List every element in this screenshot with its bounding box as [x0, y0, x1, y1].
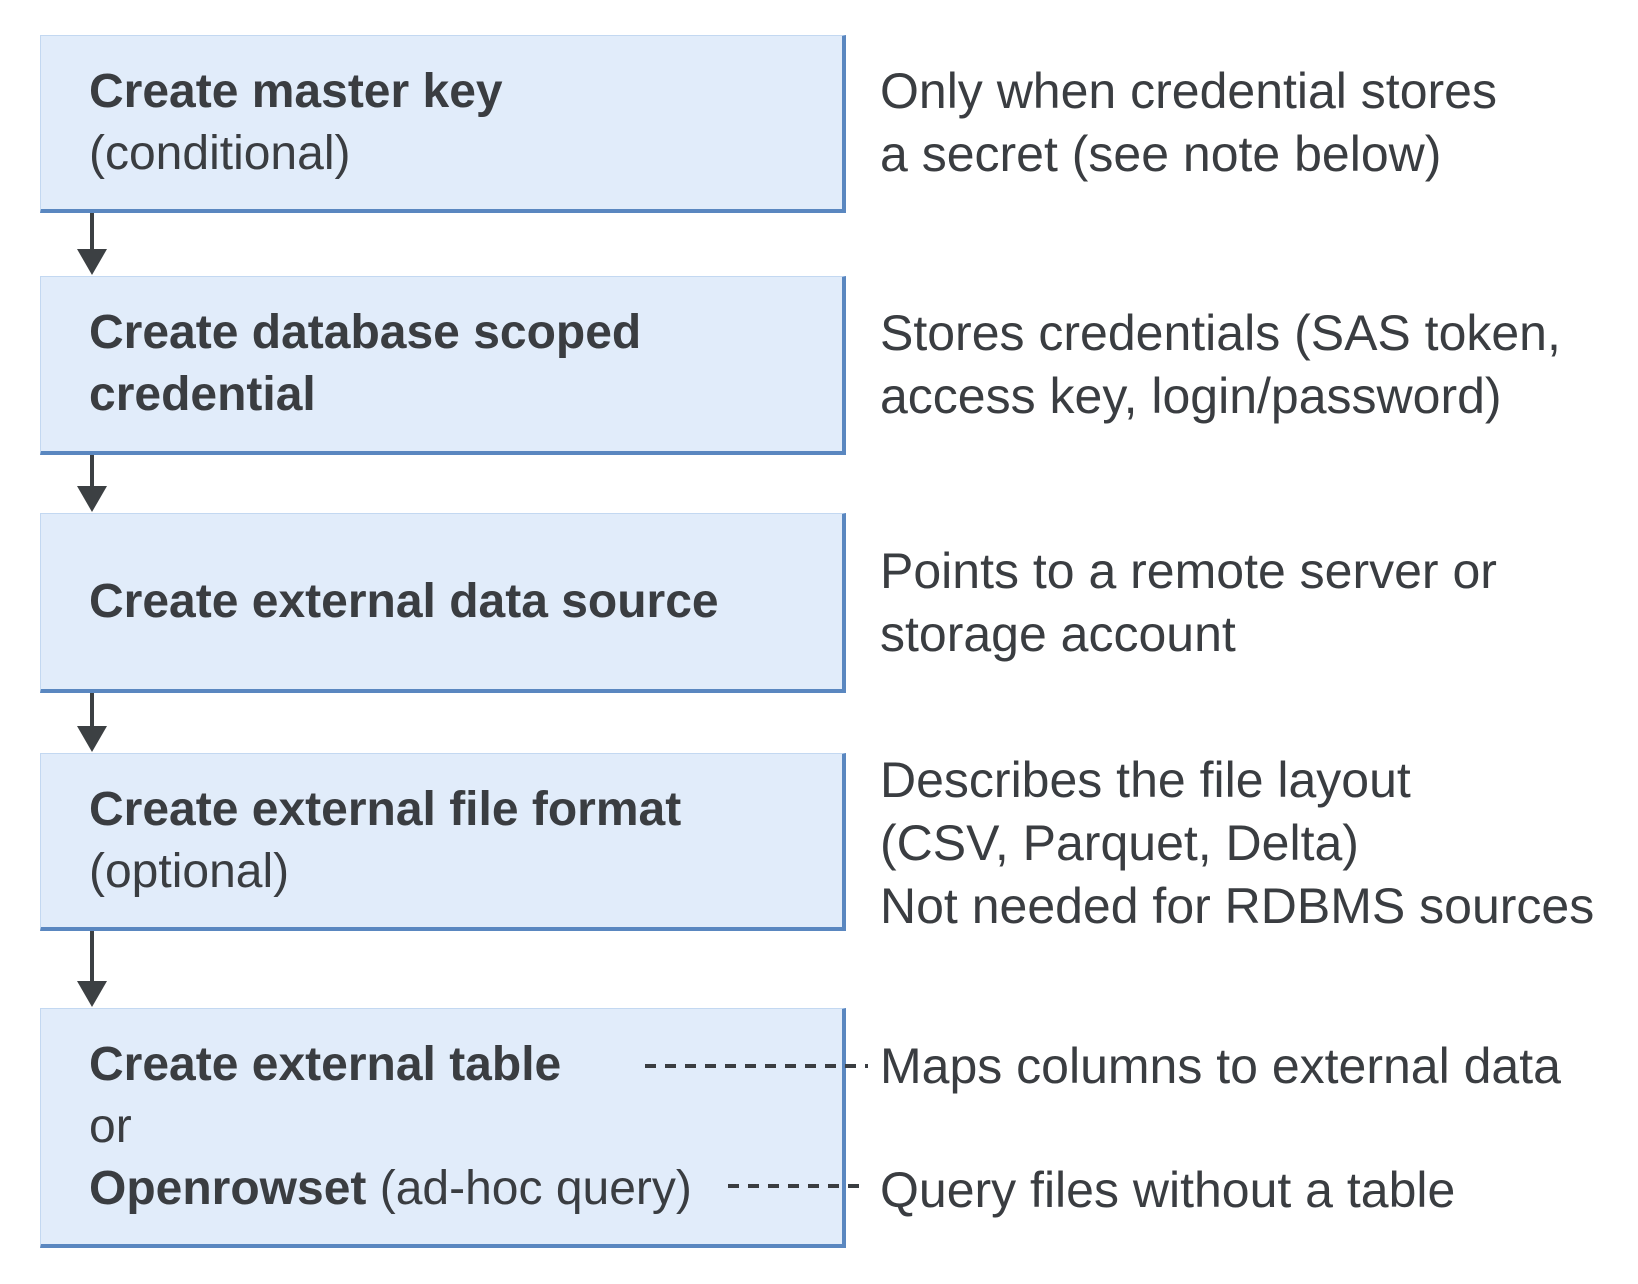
dashed-connector-openrowset	[728, 1184, 868, 1188]
note-create-master-key: Only when credential stores a secret (se…	[880, 60, 1497, 186]
note-external-data-source: Points to a remote server or storage acc…	[880, 540, 1497, 666]
dashed-connector-external-table	[645, 1064, 868, 1068]
note-line: storage account	[880, 606, 1236, 662]
note-openrowset: Query files without a table	[880, 1159, 1455, 1222]
note-external-file-format: Describes the file layout (CSV, Parquet,…	[880, 749, 1594, 938]
note-line: access key, login/password)	[880, 368, 1502, 424]
note-external-table: Maps columns to external data	[880, 1035, 1561, 1098]
box-create-database-scoped-credential: Create database scoped credential	[40, 276, 846, 455]
step-qualifier-conditional: (conditional)	[89, 126, 351, 180]
arrow-stem	[90, 213, 94, 251]
flow-arrow-3	[77, 693, 107, 752]
note-line: (CSV, Parquet, Delta)	[880, 815, 1359, 871]
arrow-head-icon	[77, 981, 107, 1007]
note-database-scoped-credential: Stores credentials (SAS token, access ke…	[880, 302, 1561, 428]
note-line: Points to a remote server or	[880, 543, 1497, 599]
arrow-stem	[90, 693, 94, 728]
note-line: a secret (see note below)	[880, 126, 1442, 182]
step-qualifier-optional: (optional)	[89, 844, 290, 898]
arrow-head-icon	[77, 486, 107, 512]
arrow-head-icon	[77, 249, 107, 275]
box-create-external-table-or-openrowset: Create external table or Openrowset (ad-…	[40, 1008, 846, 1248]
step-title-create-external-file-format: Create external file format	[89, 782, 682, 836]
flow-arrow-1	[77, 213, 107, 275]
step-qualifier-ad-hoc-query: (ad-hoc query)	[366, 1161, 692, 1215]
note-line: Describes the file layout	[880, 752, 1411, 808]
note-line: Query files without a table	[880, 1162, 1456, 1218]
box-create-external-file-format: Create external file format (optional)	[40, 753, 846, 931]
arrow-head-icon	[77, 726, 107, 752]
step-title-create-database-scoped-credential: Create database scoped	[89, 306, 642, 359]
note-line: Maps columns to external data	[880, 1038, 1561, 1094]
box-create-external-data-source: Create external data source	[40, 513, 846, 693]
note-line: Only when credential stores	[880, 63, 1497, 119]
step-title-create-external-data-source: Create external data source	[89, 574, 719, 628]
step-title-create-external-table: Create external table	[89, 1037, 562, 1091]
note-line: Stores credentials (SAS token,	[880, 305, 1561, 361]
step-or-label: or	[89, 1099, 132, 1153]
arrow-stem	[90, 931, 94, 983]
box-create-master-key: Create master key (conditional)	[40, 35, 846, 213]
flow-arrow-4	[77, 931, 107, 1007]
arrow-stem	[90, 455, 94, 488]
step-title-create-master-key: Create master key	[89, 64, 503, 118]
step-title-create-database-scoped-credential-line2: credential	[89, 368, 316, 421]
step-title-openrowset: Openrowset	[89, 1161, 367, 1215]
flow-arrow-2	[77, 455, 107, 512]
note-line: Not needed for RDBMS sources	[880, 878, 1595, 934]
step-title-openrowset-line: Openrowset (ad-hoc query)	[89, 1158, 842, 1220]
